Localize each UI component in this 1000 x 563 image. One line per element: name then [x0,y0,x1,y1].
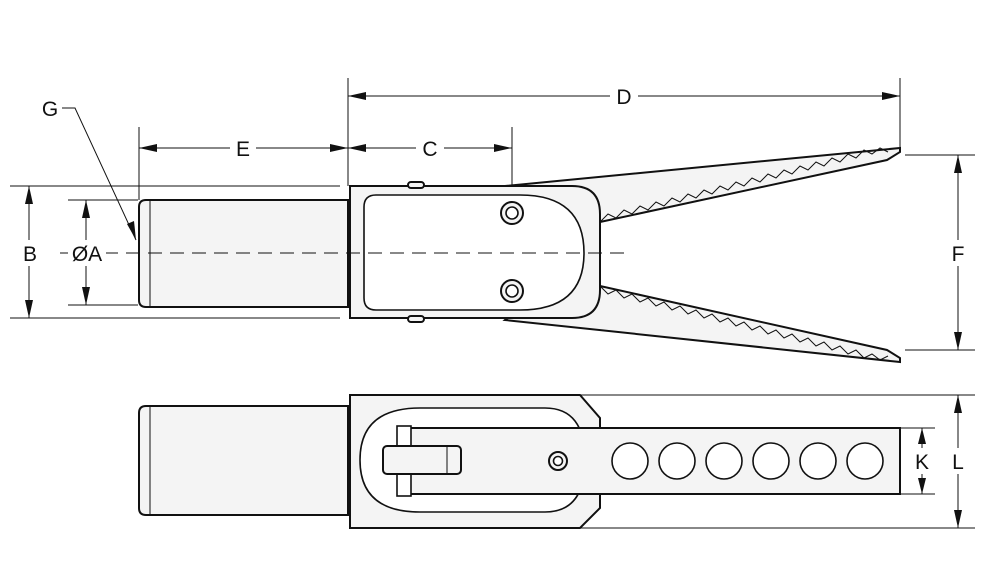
upper-jaw-serration [599,147,889,223]
set-screw [548,451,568,471]
hole-6 [846,442,884,480]
shank-side [138,405,349,516]
hole-2 [658,442,696,480]
top-view [60,146,901,364]
label-K: K [915,451,929,474]
side-view [138,394,901,529]
hole-4 [752,442,790,480]
label-B: B [23,243,37,266]
hole-3 [705,442,743,480]
label-D: D [616,86,631,109]
label-L: L [952,451,964,474]
hole-1 [611,442,649,480]
screw-lower [500,279,524,303]
leader-G [62,107,137,241]
hole-5 [799,442,837,480]
label-G: G [42,98,58,121]
label-E: E [236,138,250,161]
label-A: ØA [72,243,102,266]
body-pocket [363,194,585,311]
pivot-boss-top [407,181,425,189]
screw-upper [500,201,524,225]
lower-jaw-serration [599,285,889,361]
adjustment-holes [611,442,884,480]
label-F: F [952,243,965,266]
label-C: C [422,138,437,161]
clevis-block [382,445,462,475]
pivot-boss-bottom [407,315,425,323]
dimensions: D E C B ØA F G K L [10,78,975,529]
